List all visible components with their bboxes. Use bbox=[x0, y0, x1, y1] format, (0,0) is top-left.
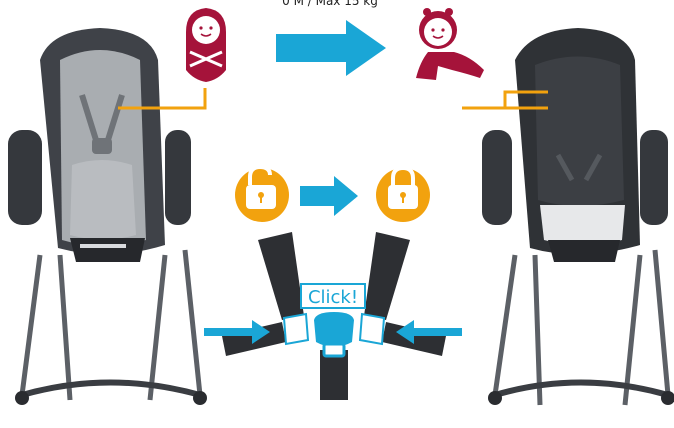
swaddled-baby-icon bbox=[186, 8, 226, 82]
weight-range-label: 0 M / Max 15 kg bbox=[230, 0, 430, 8]
right-highchair bbox=[482, 28, 674, 405]
click-label: Click! bbox=[300, 283, 366, 309]
transition-arrow bbox=[276, 20, 386, 76]
harness-buckle-diagram bbox=[204, 232, 462, 400]
unlocked-padlock-icon bbox=[235, 167, 289, 222]
orange-pointer-lines bbox=[118, 88, 548, 108]
sitting-toddler-icon bbox=[416, 8, 484, 80]
lock-arrow bbox=[300, 176, 358, 216]
left-highchair bbox=[8, 28, 207, 405]
locked-padlock-icon bbox=[376, 168, 430, 222]
